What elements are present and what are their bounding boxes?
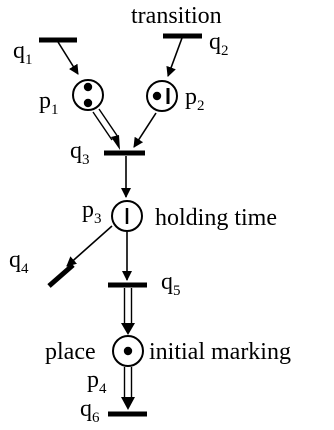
- label-q4: q4: [9, 247, 29, 277]
- place-p2-circle: [146, 80, 178, 112]
- place-p4-token: [123, 346, 133, 356]
- arc-p1-q3-arrowhead: [111, 135, 120, 150]
- label-q2: q2: [209, 29, 229, 59]
- label-q1: q1: [13, 38, 33, 68]
- label-p2: p2: [185, 84, 205, 114]
- arc-q1-p1: [57, 41, 79, 75]
- transition-q4-bar: [47, 263, 75, 288]
- arc-q2-p2: [166, 37, 183, 77]
- label-p1: p1: [39, 88, 59, 118]
- label-place: place: [45, 339, 96, 365]
- label-q3: q3: [70, 138, 90, 168]
- arc-p3-q4: [66, 225, 113, 267]
- label-initial-marking: initial marking: [149, 339, 291, 365]
- arc-p2-q3: [133, 112, 157, 148]
- label-q5: q5: [161, 269, 181, 299]
- place-p1-token: [83, 98, 93, 108]
- arc-p1-q3-double-b: [98, 108, 119, 138]
- label-p3: p3: [82, 197, 102, 227]
- place-p1-circle: [72, 79, 104, 111]
- label-p4: p4: [87, 367, 107, 397]
- label-transition: transition: [131, 3, 222, 29]
- arc-q5-p4-arrowhead: [121, 323, 135, 335]
- arc-p1-q3-double-a: [92, 111, 113, 141]
- place-p1-token: [83, 82, 93, 92]
- label-q6: q6: [80, 396, 100, 426]
- arc-p4-q6-arrowhead: [121, 397, 135, 410]
- label-holding-time: holding time: [155, 205, 277, 231]
- place-p2-token: [152, 91, 162, 101]
